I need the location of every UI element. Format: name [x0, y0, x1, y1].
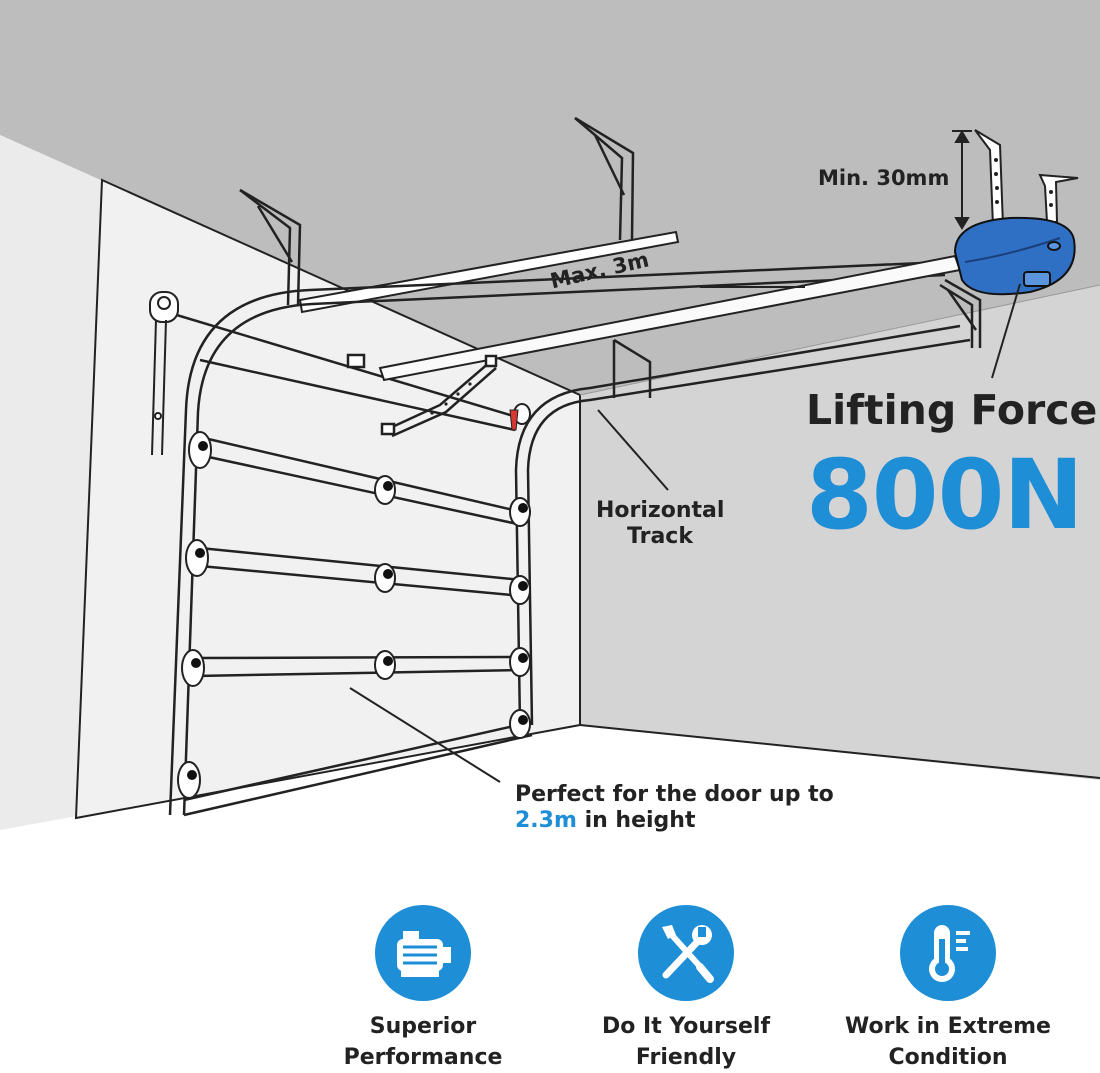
opener-motor — [953, 216, 1076, 296]
upper-rail — [298, 230, 680, 314]
horizontal-track — [514, 324, 971, 726]
track-label-line1: Horizontal — [596, 498, 725, 523]
door-arm — [346, 353, 498, 438]
caption-line1: Do It Yourself — [601, 1014, 771, 1039]
ceiling-brackets — [239, 116, 982, 398]
right-wall — [580, 285, 1100, 780]
feature-extreme-condition: Work in Extreme Condition — [833, 905, 1063, 1073]
tools-icon — [638, 905, 734, 1001]
lifting-force-value: 800N — [806, 439, 1084, 551]
arm-holes — [430, 382, 472, 415]
door-note-line2: 2.3m in height — [515, 808, 834, 834]
lifting-force-title: Lifting Force — [806, 386, 1098, 434]
feature-diy-friendly: Do It Yourself Friendly — [571, 905, 801, 1073]
caption-line2: Performance — [343, 1045, 503, 1070]
emergency-release-handle — [509, 409, 519, 431]
door-height-note: Perfect for the door up to 2.3m in heigh… — [515, 782, 834, 835]
leader-lines — [349, 283, 1021, 783]
feature-superior-performance: Superior Performance — [308, 905, 538, 1073]
roller-centers — [187, 441, 528, 780]
door-note-line1: Perfect for the door up to — [515, 782, 834, 807]
hanger-holes — [994, 158, 1053, 207]
feature-caption: Work in Extreme Condition — [833, 1011, 1063, 1073]
door-outline — [159, 260, 946, 817]
feature-caption: Superior Performance — [308, 1011, 538, 1073]
track-label-line2: Track — [627, 524, 693, 550]
door-height-value: 2.3m — [515, 808, 577, 834]
min-clearance-label: Min. 30mm — [818, 166, 950, 190]
caption-line1: Work in Extreme — [845, 1014, 1051, 1039]
left-bracket — [149, 291, 179, 456]
garage-installation-diagram — [0, 0, 1100, 830]
door-note-suffix: in height — [576, 808, 696, 834]
caption-line1: Superior — [369, 1014, 477, 1039]
caption-line2: Condition — [888, 1045, 1008, 1070]
clearance-dimension — [952, 130, 972, 230]
thermometer-icon — [900, 905, 996, 1001]
caption-line2: Friendly — [635, 1045, 737, 1070]
horizontal-track-label: Horizontal Track — [596, 498, 724, 551]
motor-icon — [375, 905, 471, 1001]
feature-caption: Do It Yourself Friendly — [571, 1011, 801, 1073]
